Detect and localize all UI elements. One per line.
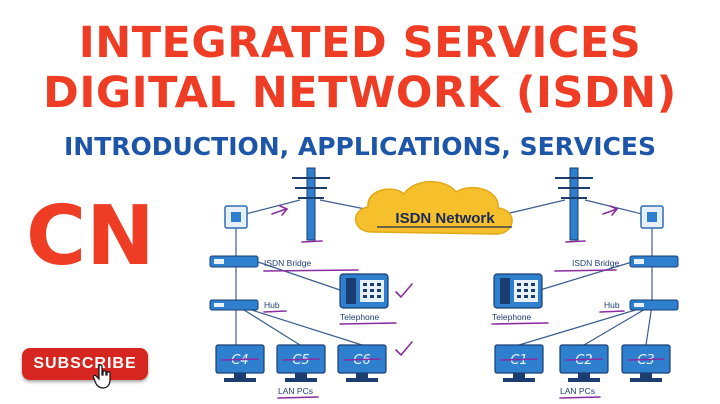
isdn-bridge-right-icon bbox=[629, 255, 679, 268]
pc-c1-label: C1 bbox=[510, 353, 527, 368]
title-line-2: DIGITAL NETWORK (ISDN) bbox=[43, 68, 677, 118]
hub-left-label: Hub bbox=[264, 300, 280, 310]
lan-pcs-left-label: LAN PCs bbox=[278, 386, 313, 396]
subtitle: INTRODUCTION, APPLICATIONS, SERVICES bbox=[63, 132, 657, 161]
pc-c4-label: C4 bbox=[231, 353, 248, 368]
terminal-adapter-right-icon bbox=[640, 205, 664, 229]
isdn-bridge-right-label: ISDN Bridge bbox=[572, 258, 620, 268]
telephone-right-label: Telephone bbox=[492, 312, 532, 322]
isdn-bridge-left-icon bbox=[209, 255, 259, 268]
subscribe-button[interactable]: SUBSCRIBE bbox=[22, 348, 148, 380]
isdn-network-cloud-icon bbox=[355, 181, 513, 235]
checkmark-pc-icon bbox=[395, 341, 413, 357]
cn-badge: CN bbox=[26, 189, 155, 284]
telephone-left-icon bbox=[339, 273, 389, 309]
hub-right-label: Hub bbox=[604, 300, 620, 310]
isdn-bridge-left-label: ISDN Bridge bbox=[264, 258, 312, 268]
utility-pole-left-icon bbox=[292, 167, 330, 241]
pc-c3-label: C3 bbox=[637, 353, 654, 368]
annotation-marks bbox=[221, 205, 665, 399]
pc-c2-label: C2 bbox=[575, 353, 592, 368]
utility-pole-right-icon bbox=[555, 167, 593, 241]
connection-lines bbox=[235, 199, 653, 346]
checkmark-telephone-icon bbox=[395, 283, 413, 299]
hub-right-icon bbox=[629, 299, 679, 311]
hub-left-icon bbox=[209, 299, 259, 311]
pc-c6-label: C6 bbox=[353, 353, 370, 368]
pc-c5-label: C5 bbox=[292, 353, 309, 368]
cloud-label: ISDN Network bbox=[395, 210, 495, 227]
telephone-left-label: Telephone bbox=[340, 312, 380, 322]
terminal-adapter-left-icon bbox=[224, 205, 248, 229]
title-line-1: INTEGRATED SERVICES bbox=[78, 18, 642, 68]
hand-cursor-icon bbox=[92, 364, 111, 389]
lan-pcs-right-label: LAN PCs bbox=[560, 386, 595, 396]
telephone-right-icon bbox=[493, 273, 543, 309]
